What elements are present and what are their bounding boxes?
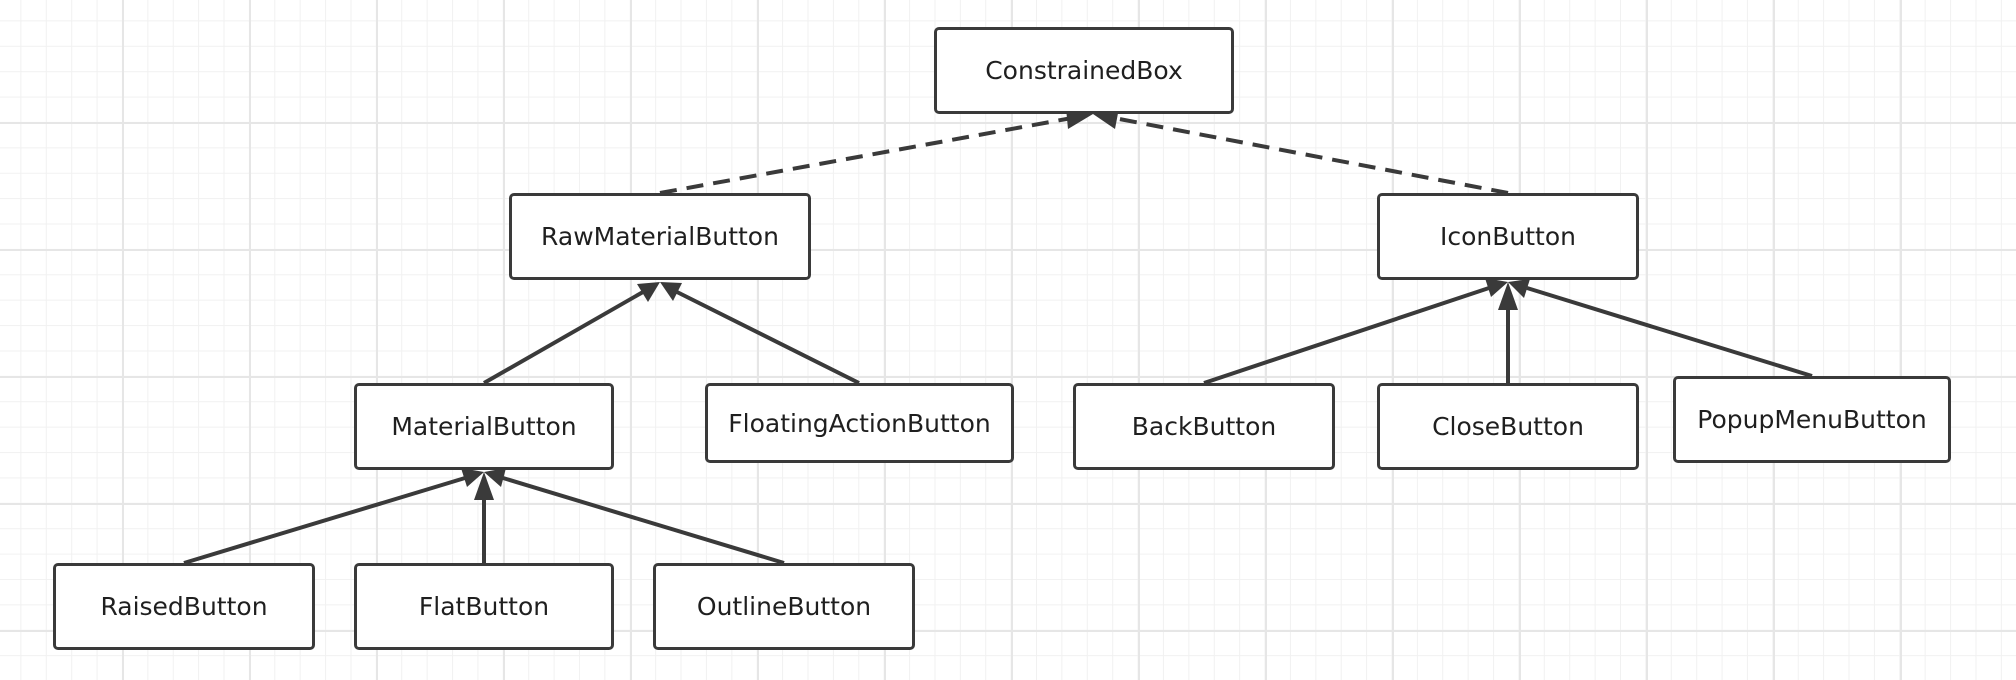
edge-outlinebutton-to-materialbutton — [484, 468, 785, 565]
edge-closebutton-to-iconbutton — [1498, 282, 1518, 383]
node-label: OutlineButton — [696, 592, 872, 621]
edge-flatbutton-to-materialbutton — [474, 472, 494, 563]
edge-materialbutton-to-rawmaterialbutton — [483, 282, 660, 385]
node-iconbutton: IconButton — [1377, 193, 1639, 280]
node-label: RaisedButton — [100, 592, 268, 621]
node-flatbutton: FlatButton — [354, 563, 614, 650]
node-label: RawMaterialButton — [541, 222, 779, 251]
node-outlinebutton: OutlineButton — [653, 563, 915, 650]
edge-iconbutton-to-constrainedbox — [1093, 108, 1509, 195]
node-raisedbutton: RaisedButton — [53, 563, 315, 650]
node-rawmaterialbutton: RawMaterialButton — [509, 193, 811, 280]
node-label: PopupMenuButton — [1697, 405, 1927, 434]
node-label: CloseButton — [1432, 412, 1584, 441]
node-constrainedbox: ConstrainedBox — [934, 27, 1234, 114]
edge-backbutton-to-iconbutton — [1203, 278, 1508, 385]
edge-popupmenubutton-to-iconbutton — [1508, 279, 1813, 378]
edge-raisedbutton-to-materialbutton — [183, 468, 484, 565]
node-label: ConstrainedBox — [985, 56, 1183, 85]
node-materialbutton: MaterialButton — [354, 383, 614, 470]
node-label: FloatingActionButton — [728, 408, 991, 438]
node-label: BackButton — [1131, 412, 1277, 441]
node-closebutton: CloseButton — [1377, 383, 1639, 470]
node-label: MaterialButton — [391, 412, 577, 441]
node-backbutton: BackButton — [1073, 383, 1335, 470]
node-popupmenubutton: PopupMenuButton — [1673, 376, 1951, 463]
edge-rawmaterialbutton-to-constrainedbox — [659, 108, 1093, 195]
node-label: FlatButton — [418, 592, 550, 621]
edge-fab-to-rawmaterialbutton — [660, 282, 860, 385]
node-floatingactionbutton: FloatingActionButton — [705, 383, 1014, 463]
node-label: IconButton — [1440, 222, 1576, 251]
